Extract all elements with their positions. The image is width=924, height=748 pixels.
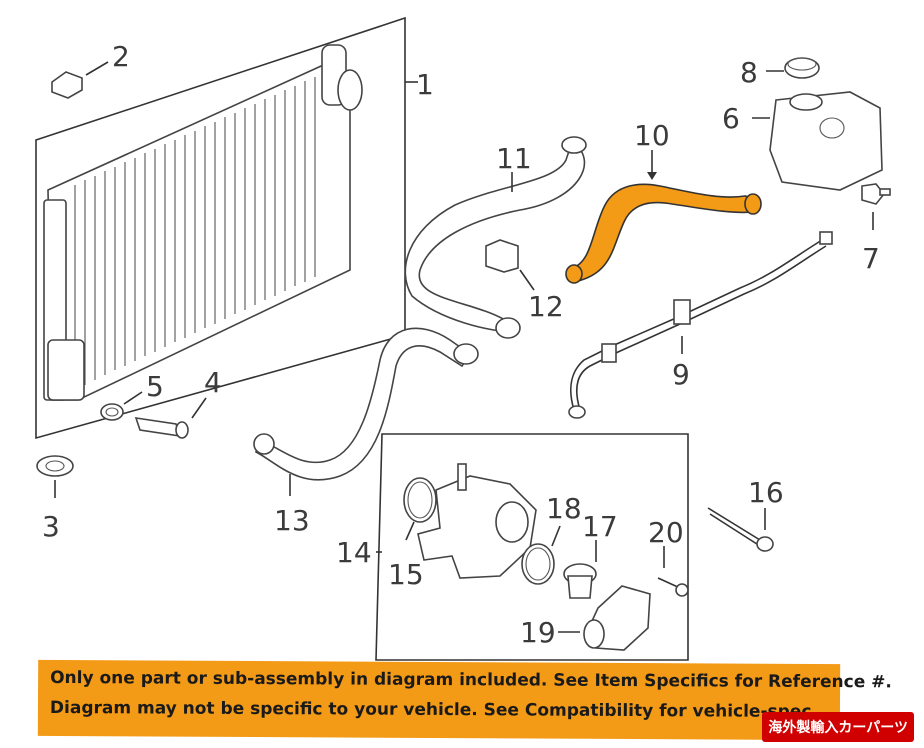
notice-banner: Only one part or sub-assembly in diagram… xyxy=(37,659,892,741)
callout-8: 8 xyxy=(740,56,758,89)
thermostat-group-outline xyxy=(375,433,689,661)
callout-18: 18 xyxy=(546,492,582,525)
callout-7: 7 xyxy=(862,242,880,275)
part-4-drain-plug xyxy=(134,417,189,439)
callout-15: 15 xyxy=(388,558,424,591)
callout-20: 20 xyxy=(648,516,684,549)
callout-19: 19 xyxy=(520,616,556,649)
notice-line-2: Diagram may not be specific to your vehi… xyxy=(49,697,812,722)
callout-6: 6 xyxy=(722,102,740,135)
part-18-seal xyxy=(521,543,555,585)
part-5-o-ring xyxy=(100,403,124,421)
part-16-long-bolt xyxy=(707,507,774,552)
part-17-thermostat xyxy=(563,563,597,599)
callout-10: 10 xyxy=(634,119,670,152)
callout-4: 4 xyxy=(204,366,222,399)
part-20-bolt xyxy=(657,577,689,597)
part-2-cap xyxy=(51,71,83,99)
part-15-gasket xyxy=(403,477,437,523)
part-6-coolant-reservoir xyxy=(769,91,883,191)
part-7-bolt xyxy=(861,183,891,205)
callout-9: 9 xyxy=(672,358,690,391)
callout-11: 11 xyxy=(496,142,532,175)
part-3-mount xyxy=(36,455,74,477)
callout-16: 16 xyxy=(748,476,784,509)
part-8-reservoir-cap xyxy=(784,57,820,79)
thermostat-housing xyxy=(417,463,537,579)
callout-12: 12 xyxy=(528,290,564,323)
part-10-highlighted-hose xyxy=(565,183,762,284)
part-11-radiator-hose xyxy=(404,136,587,339)
part-12-bracket xyxy=(485,239,519,273)
part-13-lower-hose xyxy=(253,327,479,481)
part-9-coolant-pipe xyxy=(568,231,833,419)
callout-2: 2 xyxy=(112,40,130,73)
callout-17: 17 xyxy=(582,510,618,543)
callout-14: 14 xyxy=(336,536,372,569)
callout-5: 5 xyxy=(146,370,164,403)
callout-13: 13 xyxy=(274,504,310,537)
callout-1: 1 xyxy=(416,68,434,101)
watermark-badge: 海外製輸入カーパーツ xyxy=(762,712,914,742)
part-19-water-outlet xyxy=(583,585,651,651)
callout-3: 3 xyxy=(42,510,60,543)
radiator-assembly xyxy=(35,16,406,440)
notice-line-1: Only one part or sub-assembly in diagram… xyxy=(50,667,892,693)
